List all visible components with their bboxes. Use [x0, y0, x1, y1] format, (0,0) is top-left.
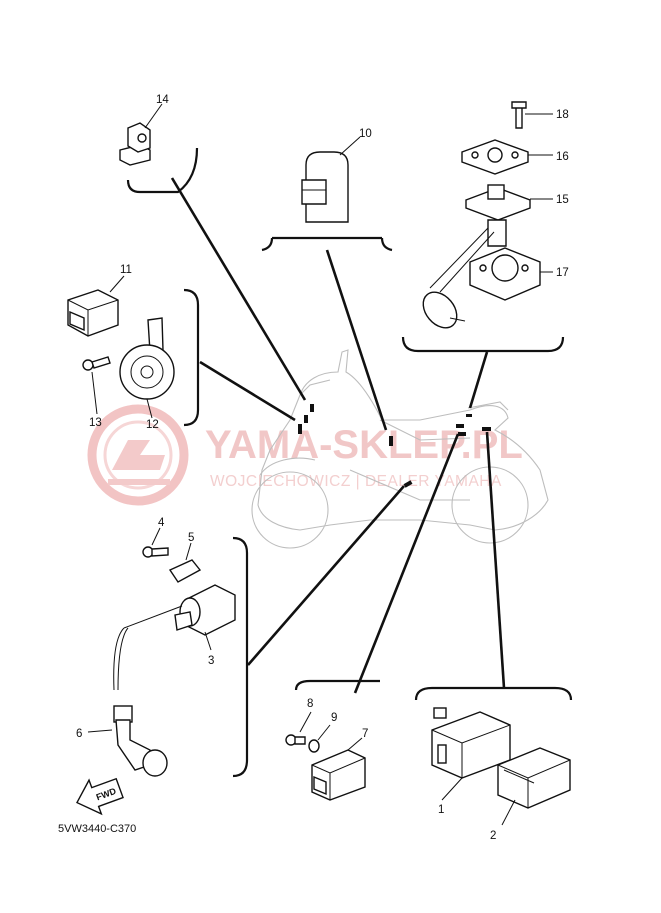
callout-10: 10	[359, 128, 372, 140]
callout-6: 6	[76, 728, 82, 740]
part-11-flasher-relay	[67, 275, 125, 337]
brackets	[126, 147, 573, 778]
part-14-clamp	[119, 103, 163, 166]
part-12-horn	[119, 317, 175, 419]
watermark: YAMA-SKLEP.PL WOJCIECHOWICZ | DEALER YAM…	[87, 404, 523, 506]
callout-5: 5	[188, 532, 194, 544]
watermark-brand: YAMA-SKLEP.PL	[205, 423, 523, 467]
callout-7: 7	[362, 728, 368, 740]
part-fuel-sender-group	[422, 101, 553, 329]
callout-12: 12	[146, 419, 159, 431]
part-10-relay	[301, 136, 361, 223]
callout-1: 1	[438, 804, 444, 816]
reference-code: 5VW3440-C370	[58, 823, 136, 835]
callout-4: 4	[158, 517, 165, 529]
part-9-washer	[308, 724, 331, 753]
callout-16: 16	[556, 151, 569, 163]
part-4-bolt	[142, 527, 169, 558]
scooter-silhouette	[251, 349, 549, 549]
callout-17: 17	[556, 267, 569, 279]
callout-labels: 1 2 3 4 5 6 7 8 9 10 11 12 13 14 15 16 1…	[76, 94, 569, 842]
location-markers	[298, 404, 491, 488]
part-13-bolt	[82, 356, 111, 415]
fwd-arrow-icon: FWD	[76, 777, 124, 816]
leader-lines	[170, 177, 506, 694]
callout-18: 18	[556, 109, 569, 121]
callout-15: 15	[556, 194, 569, 206]
callout-8: 8	[307, 698, 313, 710]
callout-9: 9	[331, 712, 337, 724]
part-8-screw	[285, 711, 312, 746]
part-5-bracket	[168, 542, 202, 583]
part-6-plug-cap	[87, 705, 168, 777]
part-1-control-unit	[431, 707, 511, 801]
watermark-logo-icon	[87, 404, 189, 506]
callout-2: 2	[490, 830, 496, 842]
watermark-dealer: WOJCIECHOWICZ | DEALER YAMAHA	[210, 473, 502, 490]
callout-11: 11	[120, 264, 132, 276]
part-7-relay	[311, 737, 366, 801]
callout-14: 14	[156, 94, 169, 106]
part-2-cover	[497, 747, 571, 826]
callout-3: 3	[208, 655, 214, 667]
part-3-ignition-coil	[113, 584, 236, 691]
callout-13: 13	[89, 417, 102, 429]
